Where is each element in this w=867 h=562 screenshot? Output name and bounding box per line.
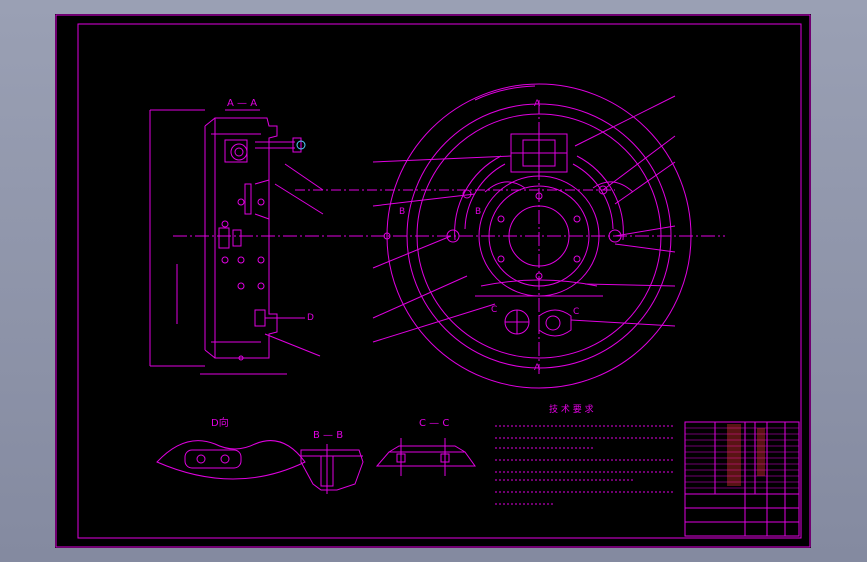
- section-bb-view: B — B: [300, 430, 364, 494]
- section-aa-view: A — A: [149, 98, 324, 375]
- notes-title: 技 术 要 求: [549, 403, 594, 415]
- section-bb-label: B — B: [313, 430, 343, 441]
- section-cc-label: C — C: [419, 418, 449, 429]
- marker-b-left: B: [399, 207, 405, 217]
- parts-list-red-entries: [727, 424, 765, 486]
- marker-c-right: C: [573, 307, 579, 317]
- section-aa-label: A — A: [227, 98, 257, 109]
- drawing-sheet: A — A: [55, 14, 811, 548]
- technical-notes: 技 术 要 求: [495, 403, 675, 505]
- section-cc-view: C — C: [375, 418, 476, 476]
- marker-a-bottom: A: [534, 363, 541, 373]
- marker-d: D: [307, 313, 314, 323]
- marker-c-left: C: [491, 305, 497, 315]
- title-block: [684, 421, 800, 537]
- front-view: A A: [372, 83, 692, 389]
- outer-frame: [55, 14, 811, 548]
- marker-b-inner: B: [475, 207, 481, 217]
- inner-frame: [77, 23, 802, 539]
- marker-a-top: A: [534, 99, 541, 109]
- drawing-canvas: A — A: [55, 14, 811, 548]
- parts-list-rows: [685, 427, 799, 489]
- view-d-label: D向: [211, 416, 229, 429]
- view-d: D向: [156, 416, 306, 480]
- hole-pattern: [221, 198, 265, 290]
